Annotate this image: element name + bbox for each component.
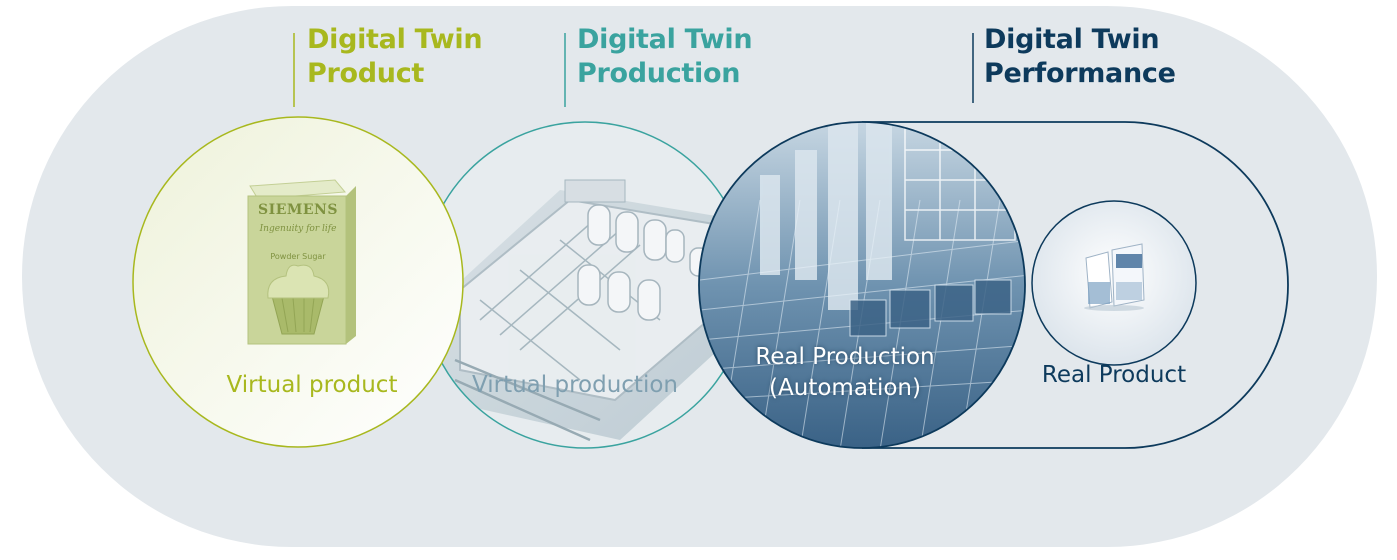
caption-real-production: Real Production (Automation)	[745, 342, 945, 404]
title-digital-twin-performance: Digital Twin Performance	[984, 23, 1176, 91]
real-product-circle	[1032, 201, 1196, 365]
title-product-line1: Digital Twin	[307, 23, 482, 57]
title-production-line2: Production	[577, 57, 752, 91]
title-product-line2: Product	[307, 57, 482, 91]
caption-virtual-product: Virtual product	[212, 370, 412, 401]
caption-real-product: Real Product	[1024, 360, 1204, 391]
caption-virtual-production: Virtual production	[455, 370, 695, 401]
title-performance-line2: Performance	[984, 57, 1176, 91]
box-product-name: Powder Sugar	[250, 252, 346, 261]
box-brand: SIEMENS	[250, 202, 346, 218]
title-production-line1: Digital Twin	[577, 23, 752, 57]
box-tagline: Ingenuity for life	[250, 224, 346, 234]
title-digital-twin-production: Digital Twin Production	[577, 23, 752, 91]
title-performance-line1: Digital Twin	[984, 23, 1176, 57]
title-digital-twin-product: Digital Twin Product	[307, 23, 482, 91]
caption-real-production-line2: (Automation)	[745, 373, 945, 404]
caption-real-production-line1: Real Production	[745, 342, 945, 373]
